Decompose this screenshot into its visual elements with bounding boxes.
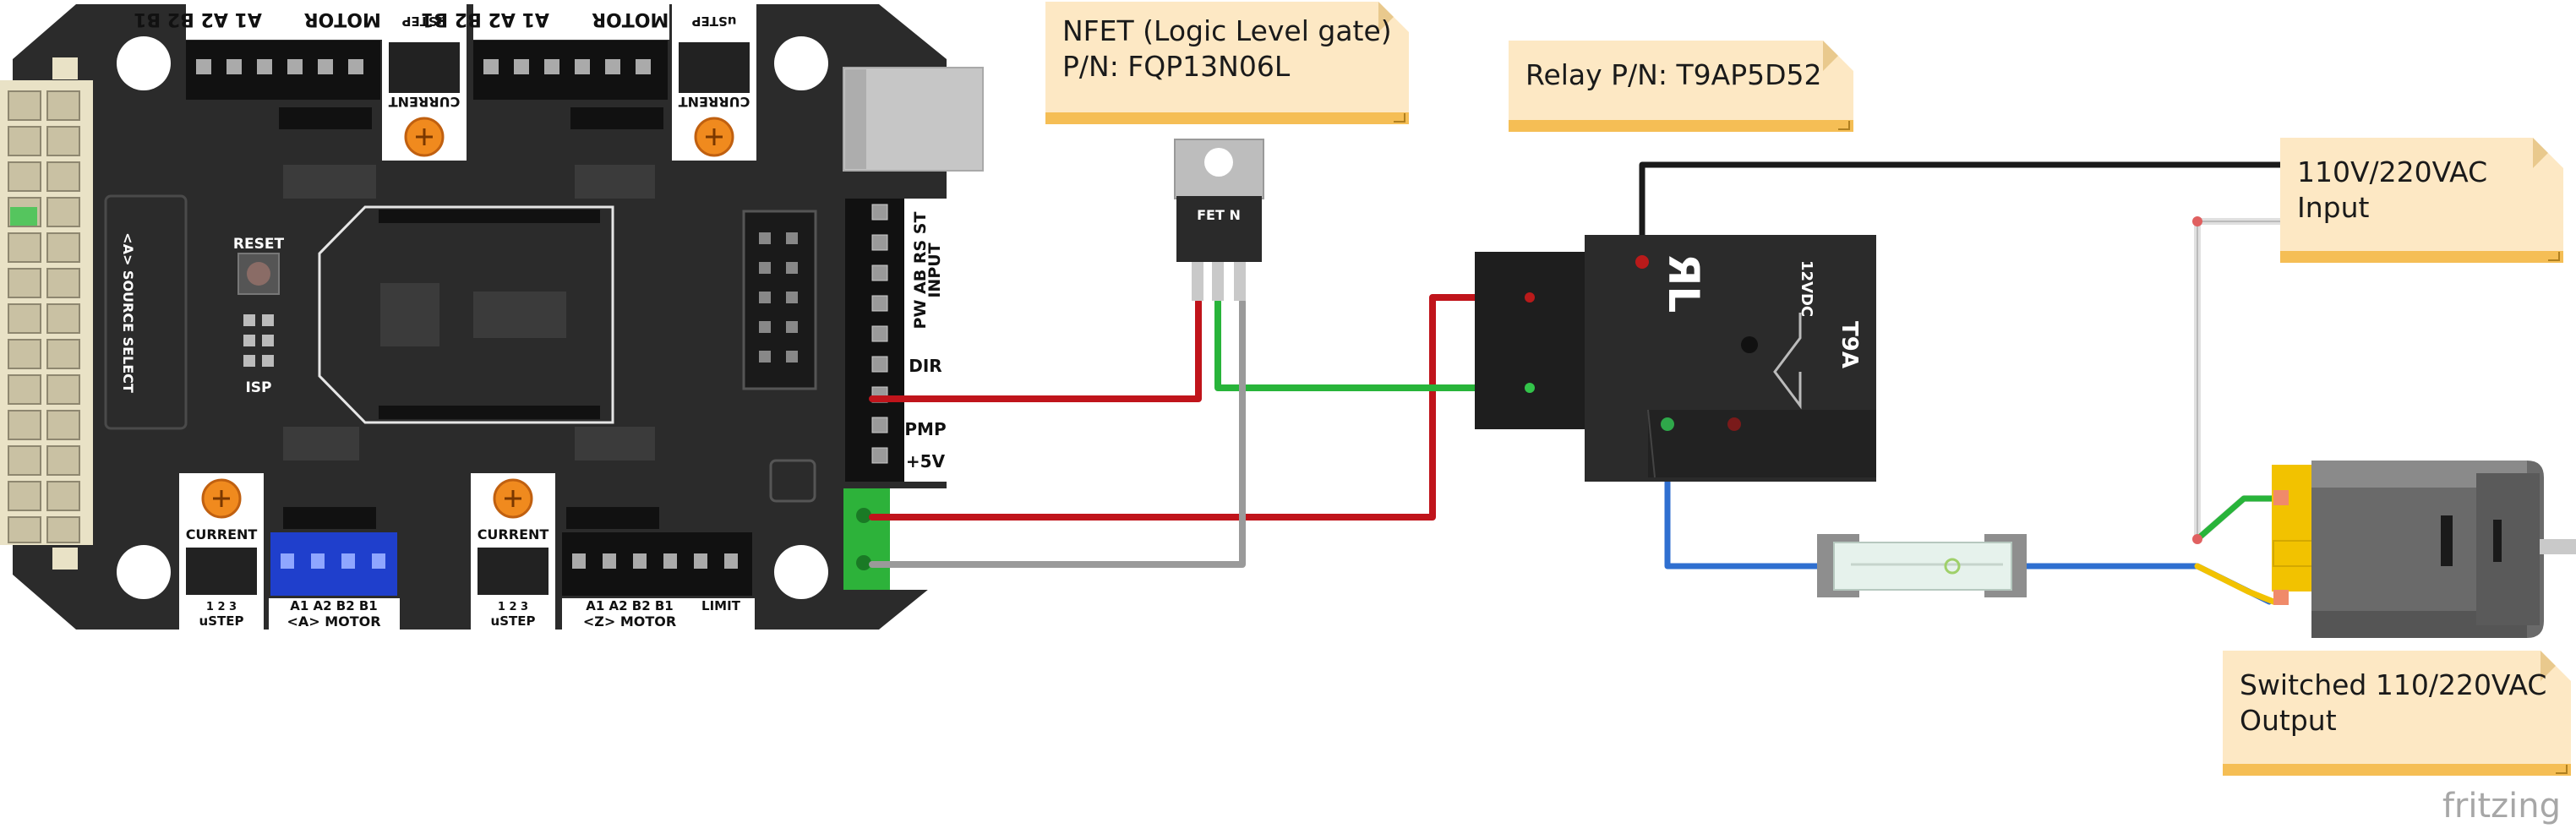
fuse [1817,534,2027,597]
wire-ground-gray [869,298,1246,568]
v5-label: +5V [906,451,946,472]
source-select-label: <A> SOURCE SELECT [120,232,136,393]
z-motor-block: A1 A2 B2 B1 <Z> MOTOR LIMIT [562,507,755,630]
isp-label: ISP [245,379,271,396]
mount-hole [117,36,171,90]
wire-ac-black [1639,161,2285,265]
endstop-connector-strip [0,57,93,570]
mount-hole [774,545,828,599]
y-motor-pins: A1 A2 B2 B1 [421,8,549,30]
z-ustep-numbers: 1 2 3 [498,601,528,613]
microcontroller-module [283,165,655,461]
z-limit-label: LIMIT [701,598,741,613]
dir-label: DIR [909,356,941,376]
a-ustep-numbers: 1 2 3 [206,601,237,613]
note-nfet: NFET (Logic Level gate)P/N: FQP13N06L [1045,2,1409,124]
fet-marking: FET N [1197,207,1241,223]
reset-button-cap[interactable] [247,262,270,286]
input-pins-label: PW AB RS ST [911,212,930,330]
mount-hole [774,36,828,90]
dc-motor [2272,461,2576,638]
a-motor-block: A1 A2 B2 B1 <A> MOTOR [269,507,400,630]
idc-header [742,210,817,390]
a-motor-title: <A> MOTOR [287,613,380,630]
z-ustep-label: uSTEP [491,613,536,629]
a-current-block: CURRENT 1 2 3 uSTEP [179,473,264,630]
wire-joint [2192,216,2202,226]
y-motor-block: <Y> MOTOR A1 A2 B2 B1 [421,4,720,129]
a-motor-pins: A1 A2 B2 B1 [290,598,378,613]
x-ustep-label: uSTEP [402,14,447,29]
relay-rating: 12VDC [1798,260,1815,317]
note-nfet-line2: P/N: FQP13N06L [1062,50,1291,83]
wire-drain-green [1214,298,1533,391]
note-output-line1: Switched 110/220VAC [2240,668,2547,701]
a-ustep-label: uSTEP [199,613,244,629]
relay-ul-mark: ЯL [1659,253,1708,313]
note-nfet-line1: NFET (Logic Level gate) [1062,14,1392,47]
note-relay: Relay P/N: T9AP5D52 [1509,41,1853,132]
input-header-label: INPUT [925,243,944,297]
pmp-label: PMP [904,419,946,439]
relay-vent [1741,336,1758,353]
power-terminal [843,488,890,590]
usb-connector [843,67,984,172]
input-header: PW AB RS ST INPUT DIR PMP +5V [845,199,947,482]
y-current-label: CURRENT [679,94,750,110]
note-relay-line1: Relay P/N: T9AP5D52 [1525,58,1822,91]
y-ustep-label: uSTEP [692,14,737,29]
wire-motor-yellow [2194,563,2277,605]
x-current-block: uSTEP CURRENT [382,4,467,161]
wire-ac-white [2194,218,2285,542]
z-current-block: CURRENT 1 2 3 uSTEP [471,473,555,630]
controller-board: <A> SOURCE SELECT RESET ISP [0,4,984,630]
wires [869,161,2285,605]
source-select-outline [104,194,188,430]
relay: ЯL 12VDC T9A [1475,235,1876,482]
wire-gate-red [869,298,1202,402]
y-current-block: uSTEP CURRENT [672,4,756,161]
z-current-label: CURRENT [478,526,549,542]
isp-header [243,314,274,367]
wire-joint [2192,534,2202,544]
reset-label: RESET [233,236,285,253]
mount-hole [117,545,171,599]
z-motor-pins: A1 A2 B2 B1 [586,598,674,613]
usb-outline [769,459,816,503]
a-current-label: CURRENT [186,526,258,542]
note-input-line2: Input [2297,191,2370,224]
x-motor-pins: A1 A2 B2 B1 [134,8,262,30]
note-output-line2: Output [2240,704,2337,737]
nfet-transistor: FET N [1174,139,1264,301]
wire-motor-green [2194,495,2277,542]
note-input-line1: 110V/220VAC [2297,155,2488,188]
z-motor-title: <Z> MOTOR [583,613,676,630]
relay-code: T9A [1836,321,1862,368]
fritzing-watermark: fritzing [2442,787,2561,826]
x-current-label: CURRENT [389,94,461,110]
